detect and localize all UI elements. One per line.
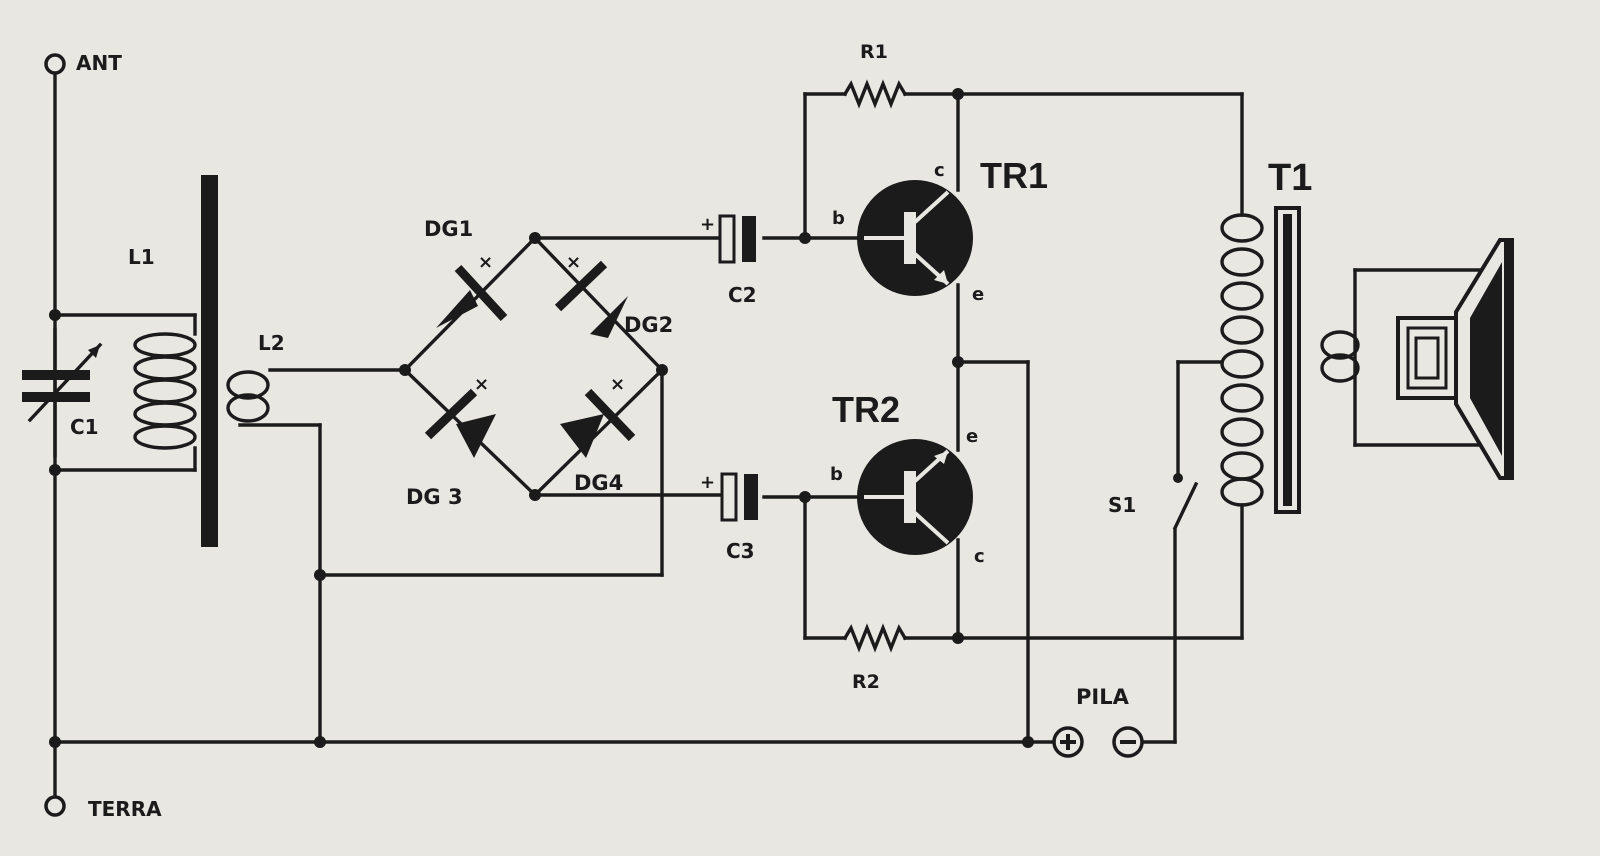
dg1-mark: × xyxy=(478,252,493,273)
loudspeaker-icon xyxy=(1396,238,1514,480)
diode-bridge xyxy=(402,235,665,498)
minus-circle-icon xyxy=(1112,726,1144,758)
dg4-label: DG4 xyxy=(574,471,623,495)
tr1-label: TR1 xyxy=(980,155,1048,196)
t1-label: T1 xyxy=(1268,157,1312,199)
r1-resistor-icon xyxy=(842,79,908,109)
c1-label: C1 xyxy=(70,415,99,439)
antenna-terminal[interactable] xyxy=(44,53,66,75)
tr1-base-pin: b xyxy=(832,208,845,229)
wiring xyxy=(53,70,1492,802)
t1-transformer-icon xyxy=(1220,206,1360,514)
s1-switch[interactable] xyxy=(1172,473,1199,531)
ground-label: TERRA xyxy=(88,797,162,821)
plus-circle-icon xyxy=(1052,726,1084,758)
tr1-emitter-pin: e xyxy=(972,284,984,305)
tr1-transistor-icon xyxy=(857,180,973,296)
tr2-emitter-pin: e xyxy=(966,426,978,447)
l2-label: L2 xyxy=(258,331,285,355)
c2-capacitor-icon xyxy=(718,214,756,264)
tr2-transistor-icon xyxy=(857,439,973,555)
dg2-diode-icon xyxy=(554,260,628,338)
dg3-label: DG 3 xyxy=(406,485,463,509)
battery-label: PILA xyxy=(1076,685,1130,709)
dg3-diode-icon xyxy=(424,388,496,458)
tr2-collector-pin: c xyxy=(974,546,985,567)
r1-label: R1 xyxy=(860,41,888,63)
c3-polarity: + xyxy=(700,472,715,493)
l1-coil-icon xyxy=(133,313,197,472)
s1-label: S1 xyxy=(1108,493,1136,517)
ground-terminal[interactable] xyxy=(44,795,66,817)
dg1-label: DG1 xyxy=(424,217,473,241)
dg2-label: DG2 xyxy=(624,313,673,337)
tr1-collector-pin: c xyxy=(934,160,945,181)
antenna-label: ANT xyxy=(76,51,122,75)
c1-variable-capacitor-icon xyxy=(22,328,103,457)
dg1-diode-icon xyxy=(436,264,508,328)
dg4-mark: × xyxy=(610,374,625,395)
tr2-label: TR2 xyxy=(832,389,900,430)
dg2-mark: × xyxy=(566,252,581,273)
r2-label: R2 xyxy=(852,671,880,693)
l2-coil-icon xyxy=(226,370,270,423)
dg3-mark: × xyxy=(474,374,489,395)
c3-capacitor-icon xyxy=(720,472,758,522)
battery xyxy=(1052,726,1144,758)
c3-label: C3 xyxy=(726,539,755,563)
tr2-base-pin: b xyxy=(830,464,843,485)
r2-resistor-icon xyxy=(842,623,908,653)
c2-polarity: + xyxy=(700,214,715,235)
c2-label: C2 xyxy=(728,283,757,307)
l1-label: L1 xyxy=(128,245,155,269)
ferrite-rod-icon xyxy=(201,175,218,547)
dg4-diode-icon xyxy=(560,388,636,458)
